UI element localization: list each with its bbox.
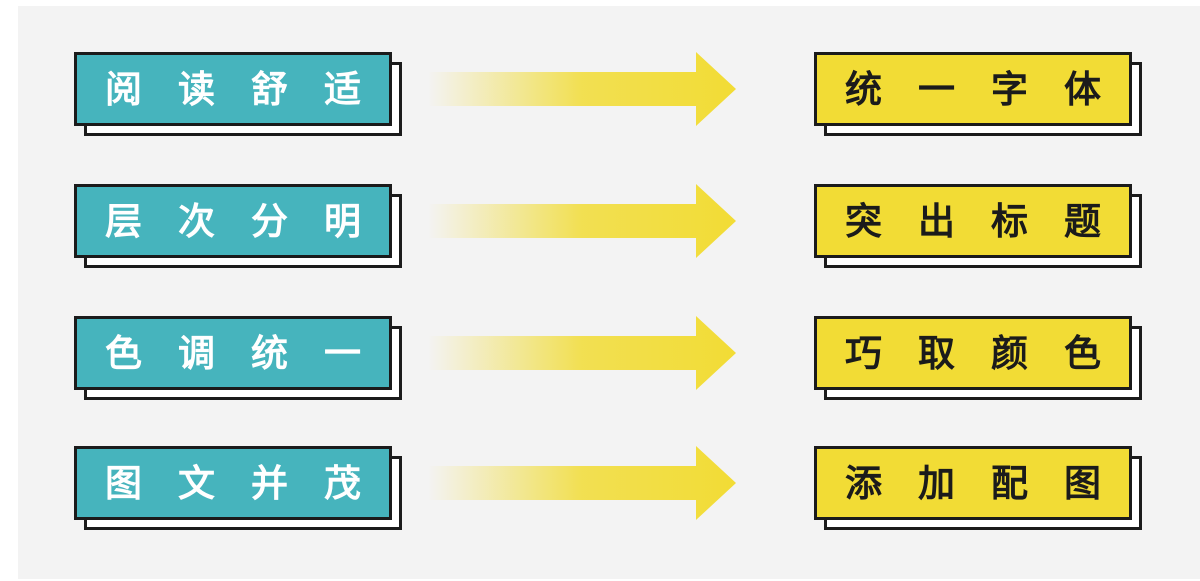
principle-box: 色调统一	[74, 316, 402, 400]
diagram-canvas: 阅读舒适 统一字体 层次分明	[18, 6, 1200, 579]
right-arrow-icon	[428, 184, 736, 258]
method-face: 添加配图	[814, 446, 1132, 520]
principle-label: 层次分明	[105, 199, 397, 243]
mapping-row: 图文并茂 添加配图	[18, 446, 1200, 536]
method-box: 巧取颜色	[814, 316, 1142, 400]
method-label: 突出标题	[845, 199, 1137, 243]
right-arrow-icon	[428, 52, 736, 126]
principle-box: 图文并茂	[74, 446, 402, 530]
method-box: 添加配图	[814, 446, 1142, 530]
principle-label: 阅读舒适	[105, 67, 397, 111]
method-label: 添加配图	[845, 461, 1137, 505]
method-face: 统一字体	[814, 52, 1132, 126]
method-face: 突出标题	[814, 184, 1132, 258]
principle-label: 图文并茂	[105, 461, 397, 505]
mapping-row: 层次分明 突出标题	[18, 184, 1200, 274]
method-box: 统一字体	[814, 52, 1142, 136]
method-label: 统一字体	[845, 67, 1137, 111]
method-box: 突出标题	[814, 184, 1142, 268]
principle-face: 层次分明	[74, 184, 392, 258]
principle-face: 色调统一	[74, 316, 392, 390]
method-face: 巧取颜色	[814, 316, 1132, 390]
mapping-row: 色调统一 巧取颜色	[18, 316, 1200, 406]
principle-face: 阅读舒适	[74, 52, 392, 126]
method-label: 巧取颜色	[845, 331, 1137, 375]
principle-box: 层次分明	[74, 184, 402, 268]
principle-face: 图文并茂	[74, 446, 392, 520]
right-arrow-icon	[428, 446, 736, 520]
principle-box: 阅读舒适	[74, 52, 402, 136]
principle-label: 色调统一	[105, 331, 397, 375]
mapping-row: 阅读舒适 统一字体	[18, 52, 1200, 142]
right-arrow-icon	[428, 316, 736, 390]
